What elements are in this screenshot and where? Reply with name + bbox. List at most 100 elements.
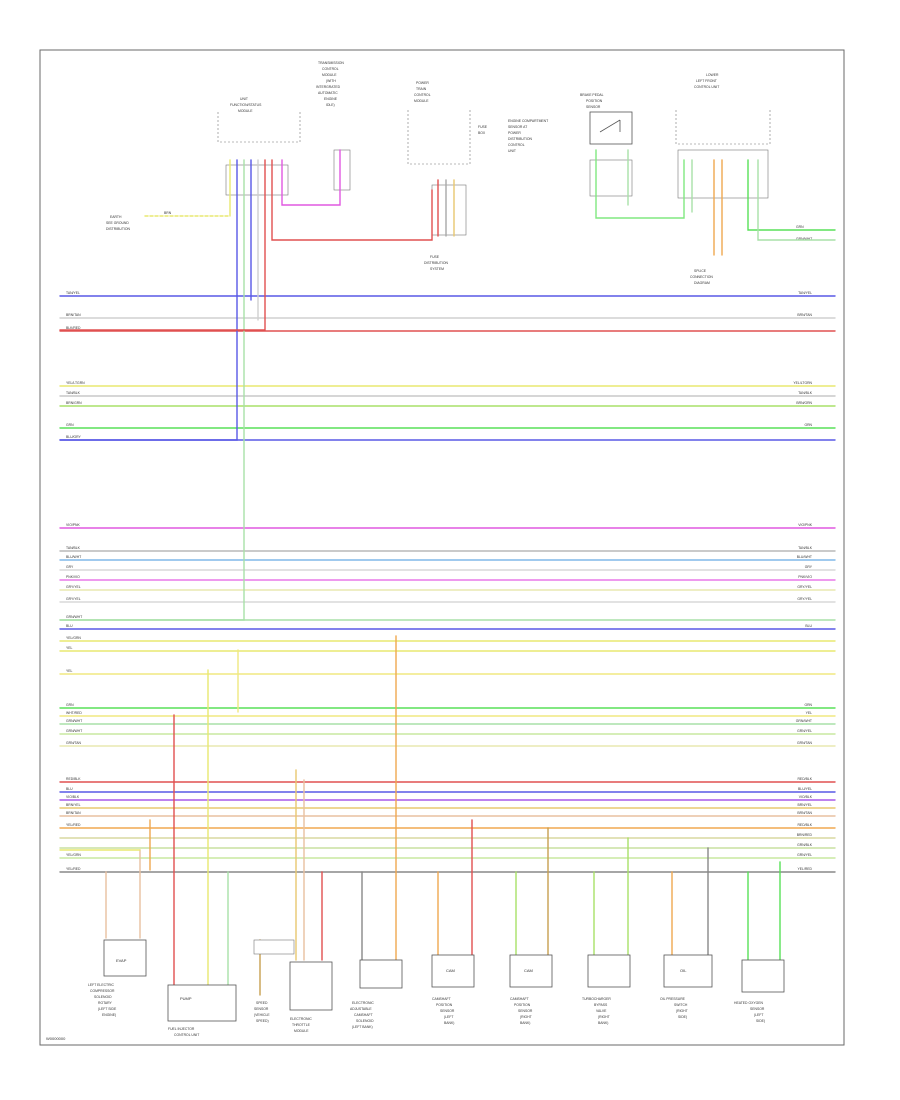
bus-label-left: YEL (66, 669, 73, 673)
bus-label-left: BRN/YEL (66, 803, 81, 807)
lamp-connector (677, 149, 769, 199)
caption-line: SOLENOID (356, 1019, 374, 1023)
fuel-injector-box-label: PUMP (180, 996, 192, 1001)
caption-line: SENSOR (750, 1007, 765, 1011)
bus-label-right: YEL/LTGRN (793, 381, 812, 385)
bus-label-left: VIO/BLK (66, 795, 80, 799)
diagram-frame (39, 49, 845, 1046)
caption-line: CAMSHAFT (354, 1013, 373, 1017)
ground-note-line: EARTH (110, 215, 122, 219)
caption-line: POSITION (436, 1003, 453, 1007)
ecm-note-line: UNIT (508, 149, 516, 153)
bus-label-right: PNK/VIO (798, 575, 812, 579)
bus-label-right: TAN/BLK (798, 391, 813, 395)
top-wire (281, 149, 341, 206)
caption-line: SENSOR (440, 1009, 455, 1013)
uci-bracket (217, 112, 301, 143)
cam-left-box-label: CAM (446, 968, 455, 973)
caption-line: (VEHICLE (254, 1013, 270, 1017)
bus-label-left: VIO/PNK (66, 523, 80, 527)
ecm-note-line: DISTRIBUTION (508, 137, 532, 141)
caption-line: BANK) (444, 1021, 454, 1025)
fuse-box-label: FUSE (478, 125, 488, 129)
bus-label-right: GRN (804, 703, 812, 707)
diagram-code: W0000000 (46, 1036, 66, 1041)
left-compressor-box (103, 939, 147, 977)
caption-line: OIL PRESSURE (660, 997, 686, 1001)
top-wire (757, 159, 836, 241)
caption-line: THROTTLE (292, 1023, 311, 1027)
caption-line: MODULE (294, 1029, 309, 1033)
caption-line: BANK) (520, 1021, 530, 1025)
tcc-label-line: INTERGRATED (316, 85, 341, 89)
bus-label-left: BLU/WHT (66, 555, 81, 559)
oil-switch-box-label: OIL (680, 968, 687, 973)
caption-line: SOLENOID (94, 995, 112, 999)
tcc-label-line: ENGINE (324, 97, 338, 101)
ground-note-line: DISTRIBUTION (106, 227, 130, 231)
bus-label-left: YEL (66, 646, 73, 650)
tcc-label-line: CONTROL (322, 67, 339, 71)
bus-label-right: YEL/RED (797, 867, 812, 871)
bus-label-right: GRY/YEL (797, 585, 812, 589)
bottom-captions: LEFT ELECTRIC COMPRESSOR SOLENOID ROTARY… (88, 983, 765, 1037)
bus-label-left: GRN (66, 703, 74, 707)
caption-line: LEFT ELECTRIC (88, 983, 114, 987)
oil-switch-box (663, 954, 713, 988)
oxygen-sensor-box (741, 959, 785, 993)
bus-label-right: GRY/YEL (797, 597, 812, 601)
caption-line: ENGINE) (102, 1013, 116, 1017)
bus-label-right: BRN/TAN (797, 811, 812, 815)
top-wire (271, 159, 433, 241)
caption-line: SENSOR (518, 1009, 533, 1013)
bus-label-left: BLU (66, 624, 73, 628)
top-wire (595, 149, 685, 219)
caption-line: CONTROL UNIT (174, 1033, 199, 1037)
top-wire-routing (59, 149, 836, 621)
tcc-label-line: AUTOMATIC (318, 91, 338, 95)
bus-label-right: GRN/YEL (797, 729, 812, 733)
bottom-wire-routing (59, 635, 781, 996)
bus-label-left: GRN (66, 423, 74, 427)
fuse-box-label: BOX (478, 131, 486, 135)
bottom-section: EVAP PUMP CAM CAM OIL LEFT ELECTRIC COMP… (59, 635, 835, 1037)
splice-note-line: DIAGRAM (694, 281, 710, 285)
caption-line: (LEFT SIDE (98, 1007, 117, 1011)
caption-line: FUEL INJECTOR (168, 1027, 195, 1031)
bus-label-left: YEL/RED (66, 823, 81, 827)
tcc-label-line: MODULE (322, 73, 337, 77)
bus-label-left: TAN/YEL (66, 291, 80, 295)
caption-line: HEATED OXYGEN (734, 1001, 764, 1005)
bus-label-left: BLU/GRY (66, 435, 82, 439)
tcc-label-line: (WITH (326, 79, 336, 83)
uci-connector (225, 164, 289, 196)
bus-label-right: TAN/BLK (798, 546, 813, 550)
tcc-component: TRANSMISSION CONTROL MODULE (WITH INTERG… (316, 61, 351, 191)
uci-label-line: UNIT (240, 97, 248, 101)
splice-note-line: CONNECTION (690, 275, 713, 279)
caption-line: ELECTRONIC (352, 1001, 374, 1005)
top-right-wire-label: GRN (796, 225, 804, 229)
cam-right-box (509, 954, 553, 988)
bus-label-right: GRY (805, 565, 813, 569)
caption-line: CAMSHAFT (432, 997, 451, 1001)
left-compressor-box-label: EVAP (116, 958, 127, 963)
tcc-label-line: IDLE) (326, 103, 335, 107)
caption-line: (LEFT (754, 1013, 763, 1017)
bus-label-right: GRN/BLK (797, 843, 813, 847)
caption-line: COMPRESSOR (90, 989, 115, 993)
top-right-wire-label: GRN/WHT (796, 237, 812, 241)
lamp-label-line: LEFT FRONT (696, 79, 717, 83)
bus-label-left: YEL/GRN (66, 853, 81, 857)
lamp-label-line: LOWER (706, 73, 719, 77)
top-wire (747, 159, 836, 231)
ecm-note-line: SENSOR AT (508, 125, 527, 129)
splice-note-line: SPLICE (694, 269, 707, 273)
bus-label-left: GRY/YEL (66, 597, 81, 601)
bus-label-left: GRN/WHT (66, 719, 82, 723)
brake-switch-symbol (599, 119, 621, 133)
tcc-label-line: TRANSMISSION (318, 61, 344, 65)
bus-label-right: GRN/WHT (796, 719, 812, 723)
bus-label-right: BLU (805, 624, 812, 628)
cam-left-box (431, 954, 475, 988)
